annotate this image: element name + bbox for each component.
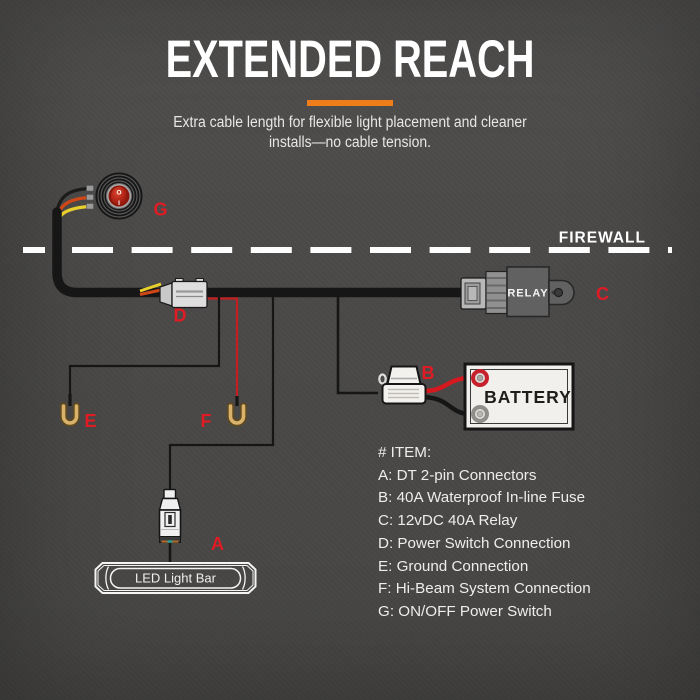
switch-pin-3 (86, 203, 94, 210)
battery: BATTERY (463, 362, 575, 431)
legend-item-a: A: DT 2-pin Connectors (378, 466, 537, 484)
legend: # ITEM: A: DT 2-pin Connectors B: 40A Wa… (378, 442, 591, 624)
switch-pin-2 (86, 194, 94, 201)
subtitle-line-1: Extra cable length for flexible light pl… (173, 114, 527, 131)
switch-wires (54, 185, 94, 221)
switch-pin-1 (86, 185, 94, 192)
led-feed-wire (168, 296, 275, 489)
relay-body (506, 266, 550, 318)
legend-item-f: F: Hi-Beam System Connection (378, 580, 591, 598)
battery-label: BATTERY (484, 387, 572, 407)
dt-connector-d (159, 278, 208, 309)
callout-g: G (153, 200, 167, 220)
callout-e: E (84, 411, 96, 431)
fuse-feed-wire (336, 296, 378, 395)
ground-terminal-fork (60, 402, 80, 427)
ground-wire (68, 296, 221, 404)
legend-item-e: E: Ground Connection (378, 557, 529, 575)
battery-inner-border (470, 369, 568, 424)
firewall-dash-start (23, 247, 45, 253)
legend-item-d: D: Power Switch Connection (378, 534, 571, 552)
inline-fuse (378, 365, 427, 405)
legend-item-g: G: ON/OFF Power Switch (378, 602, 552, 620)
hibeam-terminal-fork (227, 402, 247, 427)
relay-label: RELAY (507, 288, 548, 300)
legend-heading: # ITEM: (378, 444, 432, 461)
subtitle-line-2: installs—no cable tension. (268, 133, 432, 151)
relay: RELAY (460, 266, 575, 318)
firewall-line: FIREWALL (23, 230, 672, 253)
switch-off-mark: O (116, 190, 121, 197)
switch-rocker (111, 186, 127, 206)
switch-on-mark: I (118, 200, 120, 207)
fuse-cap (386, 365, 422, 385)
fuse-to-battery-negative-wire (423, 394, 471, 417)
main-cable (52, 207, 468, 298)
page-title: EXTENDED REACH (165, 30, 535, 89)
legend-item-b: B: 40A Waterproof In-line Fuse (378, 489, 586, 507)
led-light-bar: LED Light Bar (94, 562, 257, 594)
callout-c: C (596, 284, 609, 304)
switch-wire-yellow (56, 204, 92, 221)
power-switch: O I (95, 172, 143, 220)
dt-connector-a (158, 488, 182, 543)
callout-f: F (201, 411, 212, 431)
d-wire-red (139, 288, 162, 296)
callout-d: D (174, 306, 187, 326)
accent-divider (307, 100, 393, 106)
led-bar-label: LED Light Bar (135, 571, 217, 586)
fuse-clip (378, 373, 387, 385)
hibeam-wire-red (206, 297, 239, 399)
d-wire-yellow (139, 282, 162, 293)
subtitle: Extra cable length for flexible light pl… (35, 113, 665, 152)
legend-item-c: C: 12vDC 40A Relay (378, 512, 518, 530)
led-bar-outline (94, 562, 257, 594)
callout-a: A (211, 534, 224, 554)
relay-mount-hole (553, 287, 564, 298)
callout-b: B (422, 363, 435, 383)
firewall-label: FIREWALL (559, 230, 646, 247)
